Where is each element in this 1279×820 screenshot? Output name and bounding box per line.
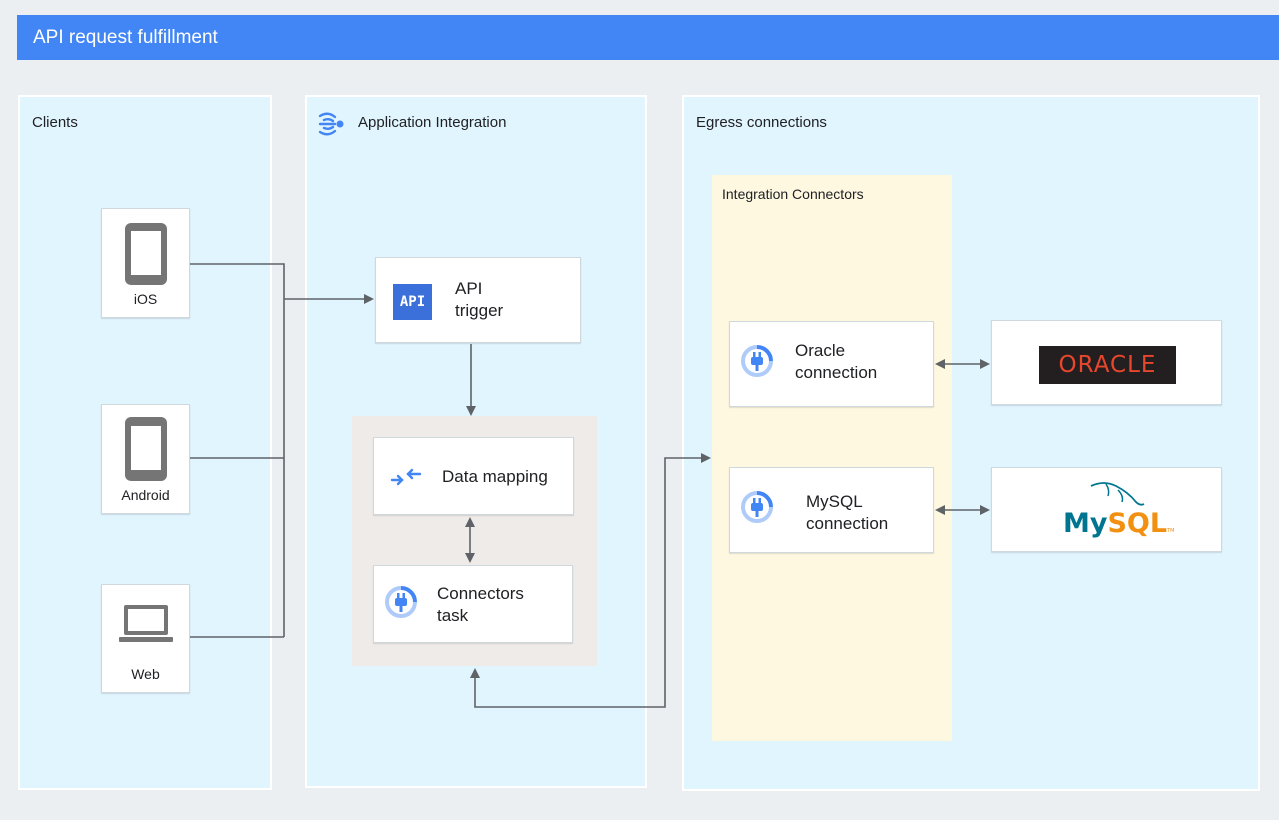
mysql-logo-tm: TM bbox=[1167, 528, 1175, 534]
laptop-icon bbox=[118, 605, 173, 642]
api-icon: API bbox=[393, 284, 432, 320]
data-mapping-icon bbox=[390, 468, 422, 486]
plug-icon bbox=[741, 345, 773, 377]
dolphin-icon bbox=[1090, 482, 1145, 506]
plug-icon bbox=[741, 491, 773, 523]
oracle-logo-text: ORACLE bbox=[1058, 352, 1157, 378]
data-mapping-node[interactable]: Data mapping bbox=[373, 437, 574, 515]
page-title-text: API request fulfillment bbox=[33, 26, 218, 48]
mysql-logo-card: MySQLTM bbox=[991, 467, 1222, 552]
data-mapping-label: Data mapping bbox=[442, 467, 548, 486]
oracle-logo-card: ORACLE bbox=[991, 320, 1222, 405]
oracle-connection-line1: Oracle bbox=[795, 341, 846, 360]
mysql-logo: MySQLTM bbox=[1063, 508, 1174, 539]
connectors-task-label: Connectors task bbox=[437, 583, 524, 627]
client-android[interactable]: Android bbox=[101, 404, 190, 514]
client-label: Web bbox=[131, 666, 160, 682]
api-icon-text: API bbox=[399, 294, 426, 310]
connectors-task-line2: task bbox=[437, 606, 469, 625]
client-label: Android bbox=[121, 487, 170, 503]
plug-icon bbox=[385, 586, 417, 618]
client-web[interactable]: Web bbox=[101, 584, 190, 693]
phone-icon bbox=[124, 223, 167, 285]
connectors-task-line1: Connectors bbox=[437, 584, 524, 603]
application-integration-label: Application Integration bbox=[358, 114, 507, 131]
oracle-connection-line2: connection bbox=[795, 363, 878, 382]
oracle-connection-node[interactable]: Oracle connection bbox=[729, 321, 934, 407]
phone-icon bbox=[124, 417, 167, 481]
oracle-connection-label: Oracle connection bbox=[795, 340, 877, 384]
clients-panel-label: Clients bbox=[32, 114, 78, 131]
page-title: API request fulfillment bbox=[17, 15, 1279, 60]
mysql-logo-sql: SQL bbox=[1107, 508, 1168, 539]
integration-connectors-group: Integration Connectors bbox=[712, 175, 952, 741]
integration-connectors-label: Integration Connectors bbox=[722, 186, 864, 202]
client-label: iOS bbox=[133, 291, 158, 307]
mysql-connection-label: MySQL connection bbox=[806, 491, 888, 535]
api-trigger-label: API trigger bbox=[455, 278, 503, 322]
mysql-logo-my: My bbox=[1063, 508, 1108, 539]
client-ios[interactable]: iOS bbox=[101, 208, 190, 318]
api-trigger-line2: trigger bbox=[455, 301, 504, 320]
mysql-connection-line2: connection bbox=[806, 514, 889, 533]
oracle-logo: ORACLE bbox=[1039, 346, 1176, 384]
connectors-task-node[interactable]: Connectors task bbox=[373, 565, 573, 643]
application-integration-icon bbox=[318, 112, 344, 136]
mysql-connection-node[interactable]: MySQL connection bbox=[729, 467, 934, 553]
api-trigger-line1: API bbox=[455, 279, 483, 298]
api-trigger-node[interactable]: API API trigger bbox=[375, 257, 581, 343]
mysql-connection-line1: MySQL bbox=[806, 492, 863, 511]
egress-connections-label: Egress connections bbox=[696, 114, 827, 131]
